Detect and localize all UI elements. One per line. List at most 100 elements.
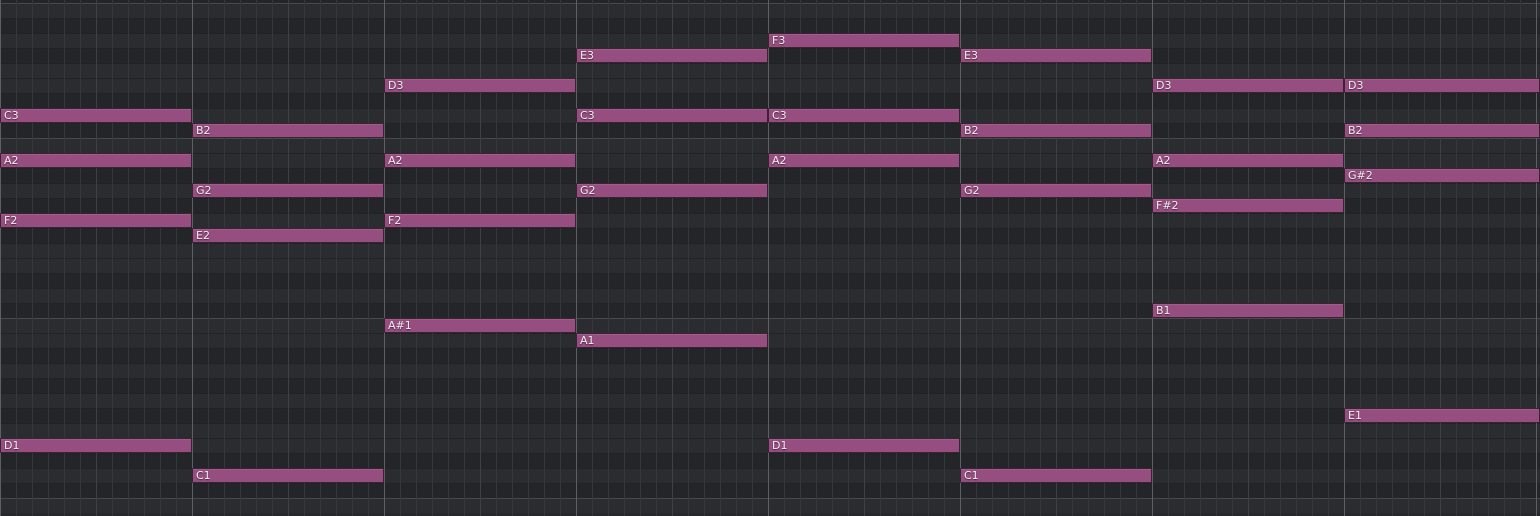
pitch-row-Gsharp1[interactable] (0, 378, 1540, 393)
note-label: E1 (1348, 409, 1362, 422)
note-label: B2 (1348, 124, 1363, 137)
pitch-row-C2[interactable] (0, 318, 1540, 333)
note-label: G2 (964, 184, 980, 197)
pitch-row-F2[interactable] (0, 243, 1540, 258)
note-block[interactable]: B2 (1344, 123, 1540, 138)
note-label: A2 (388, 154, 403, 167)
note-block[interactable]: F#2 (1152, 198, 1344, 213)
pitch-row-Fsharp3[interactable] (0, 48, 1540, 63)
note-block[interactable]: D3 (384, 78, 576, 93)
pitch-row-Gsharp3[interactable] (0, 18, 1540, 33)
note-label: D3 (1348, 79, 1364, 92)
note-label: C3 (4, 109, 19, 122)
note-block[interactable]: C3 (768, 108, 960, 123)
note-block[interactable]: E2 (192, 228, 384, 243)
note-block[interactable]: C3 (0, 108, 192, 123)
note-label: F#2 (1156, 199, 1179, 212)
note-block[interactable]: A#1 (384, 318, 576, 333)
note-block[interactable]: D3 (1152, 78, 1344, 93)
note-block[interactable]: C3 (576, 108, 768, 123)
beat-line (272, 0, 273, 516)
note-label: D3 (1156, 79, 1172, 92)
note-label: D1 (772, 439, 788, 452)
note-label: E2 (196, 229, 210, 242)
note-block[interactable]: D3 (1344, 78, 1540, 93)
pitch-row-A3[interactable] (0, 3, 1540, 18)
beat-line (224, 0, 225, 516)
note-block[interactable]: B1 (1152, 303, 1344, 318)
pitch-row-G1[interactable] (0, 393, 1540, 408)
note-block[interactable]: A2 (768, 153, 960, 168)
note-block[interactable]: A2 (1152, 153, 1344, 168)
beat-line (976, 0, 977, 516)
note-block[interactable]: F3 (768, 33, 960, 48)
note-label: F2 (4, 214, 18, 227)
beat-line (352, 0, 353, 516)
pitch-row-B1[interactable] (0, 333, 1540, 348)
note-block[interactable]: F2 (0, 213, 192, 228)
beat-line (592, 0, 593, 516)
beat-line (1120, 0, 1121, 516)
beat-line (368, 0, 369, 516)
pitch-row-Csharp1[interactable] (0, 483, 1540, 498)
pitch-row-Asharp2[interactable] (0, 168, 1540, 183)
note-label: C3 (772, 109, 787, 122)
beat-line (1024, 0, 1025, 516)
beat-line (1104, 0, 1105, 516)
pitch-row-G2[interactable] (0, 213, 1540, 228)
pitch-row-E2[interactable] (0, 258, 1540, 273)
note-label: A1 (580, 334, 595, 347)
note-block[interactable]: A2 (384, 153, 576, 168)
note-block[interactable]: D1 (768, 438, 960, 453)
pitch-row-C1[interactable] (0, 498, 1540, 513)
note-label: G#2 (1348, 169, 1373, 182)
note-block[interactable]: G2 (192, 183, 384, 198)
beat-line (1008, 0, 1009, 516)
beat-line (656, 0, 657, 516)
note-block[interactable]: F2 (384, 213, 576, 228)
beat-line (320, 0, 321, 516)
beat-line (704, 0, 705, 516)
note-block[interactable]: B2 (960, 123, 1152, 138)
note-block[interactable]: E1 (1344, 408, 1540, 423)
note-block[interactable]: G2 (960, 183, 1152, 198)
pitch-row-Asharp1[interactable] (0, 348, 1540, 363)
note-label: A#1 (388, 319, 412, 332)
note-label: E3 (580, 49, 594, 62)
beat-line (736, 0, 737, 516)
beat-line (1136, 0, 1137, 516)
note-label: E3 (964, 49, 978, 62)
pitch-row-F3[interactable] (0, 63, 1540, 78)
beat-line (288, 0, 289, 516)
note-block[interactable]: E3 (960, 48, 1152, 63)
note-block[interactable]: A1 (576, 333, 768, 348)
note-block[interactable]: G#2 (1344, 168, 1540, 183)
note-block[interactable]: D1 (0, 438, 192, 453)
note-block[interactable]: C1 (192, 468, 384, 483)
beat-line (640, 0, 641, 516)
note-block[interactable]: G2 (576, 183, 768, 198)
beat-line (256, 0, 257, 516)
pitch-row-F1[interactable] (0, 423, 1540, 438)
beat-line (336, 0, 337, 516)
pitch-row-Dsharp2[interactable] (0, 273, 1540, 288)
note-label: B1 (1156, 304, 1171, 317)
beat-line (208, 0, 209, 516)
note-block[interactable]: C1 (960, 468, 1152, 483)
note-block[interactable]: B2 (192, 123, 384, 138)
pitch-row-C3[interactable] (0, 138, 1540, 153)
note-label: B2 (196, 124, 211, 137)
pitch-row-Fsharp1[interactable] (0, 408, 1540, 423)
note-block[interactable]: A2 (0, 153, 192, 168)
beat-line (720, 0, 721, 516)
beat-line (688, 0, 689, 516)
pitch-row-D2[interactable] (0, 288, 1540, 303)
pitch-row-Dsharp1[interactable] (0, 453, 1540, 468)
pitch-row-partial-top[interactable] (0, 0, 1540, 3)
pitch-row-Dsharp3[interactable] (0, 93, 1540, 108)
pitch-row-A1[interactable] (0, 363, 1540, 378)
note-block[interactable]: E3 (576, 48, 768, 63)
note-label: D3 (388, 79, 404, 92)
beat-line (608, 0, 609, 516)
